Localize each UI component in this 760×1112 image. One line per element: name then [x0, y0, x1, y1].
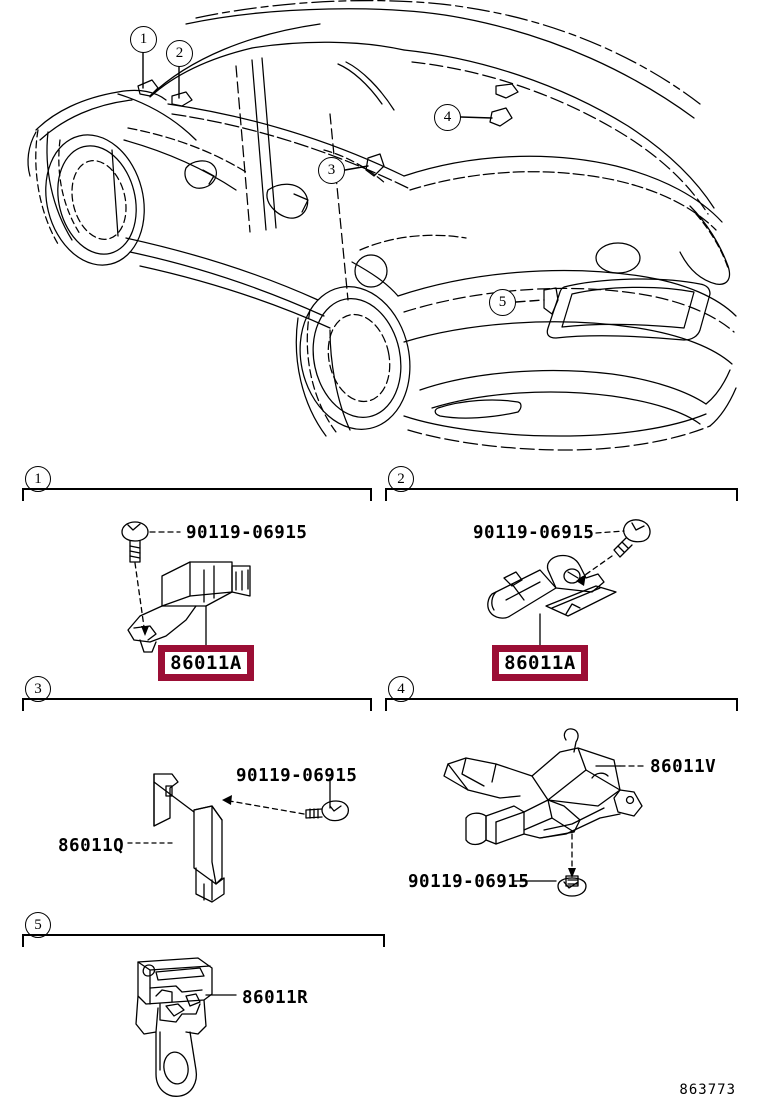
group-marker-label: 4 [397, 680, 405, 697]
bracket-tick-right [370, 700, 372, 711]
group-bracket-3 [22, 698, 372, 711]
part-number-text: 86011V [650, 757, 717, 777]
part-number-text: 86011R [242, 988, 309, 1008]
bracket-tick-left [22, 490, 24, 501]
bracket-tick-right [736, 700, 738, 711]
vehicle-callout-5[interactable]: 5 [489, 289, 516, 316]
vehicle-callout-3[interactable]: 3 [318, 157, 345, 184]
vehicle-illustration [27, 0, 737, 451]
group-marker-4[interactable]: 4 [388, 676, 414, 702]
highlighted-part-86011A-g1[interactable]: 86011A [158, 645, 254, 681]
group-marker-1[interactable]: 1 [25, 466, 51, 492]
part-number-text: 90119-06915 [186, 523, 308, 543]
group-marker-label: 5 [34, 916, 42, 933]
part-number-86011Q-g3: 86011Q [58, 836, 124, 856]
group-marker-label: 1 [34, 470, 42, 487]
bracket-tick-left [22, 936, 24, 947]
part-number-text: 90119-06915 [408, 872, 530, 892]
callout-label: 1 [139, 31, 148, 47]
bracket-tick-right [383, 936, 385, 947]
group-bracket-4 [385, 698, 738, 711]
group-marker-label: 3 [34, 680, 42, 697]
part-number-90119-06915-g1: 90119-06915 [186, 523, 307, 543]
vehicle-callout-4[interactable]: 4 [434, 104, 461, 131]
group-marker-3[interactable]: 3 [25, 676, 51, 702]
part-number-86011V-g4: 86011V [650, 757, 716, 777]
group-bracket-2 [385, 488, 738, 501]
group-marker-label: 2 [397, 470, 405, 487]
bracket-tick-left [22, 700, 24, 711]
callout-label: 5 [498, 294, 507, 310]
part-number-text: 86011Q [58, 836, 125, 856]
callout-label: 3 [327, 162, 336, 178]
callout-label: 4 [443, 109, 452, 125]
vehicle-callout-1[interactable]: 1 [130, 26, 157, 53]
part-number-text: 86011A [170, 652, 242, 674]
group-bracket-1 [22, 488, 372, 501]
part-number-text: 90119-06915 [473, 523, 595, 543]
group-marker-5[interactable]: 5 [25, 912, 51, 938]
part-number-90119-06915-g3: 90119-06915 [236, 766, 357, 786]
bracket-tick-left [385, 490, 387, 501]
part-number-86011R-g5: 86011R [242, 988, 308, 1008]
part-number-text: 86011A [504, 652, 576, 674]
bracket-tick-right [370, 490, 372, 501]
bracket-tick-right [736, 490, 738, 501]
part-number-90119-06915-g4: 90119-06915 [408, 872, 529, 892]
highlighted-part-86011A-g2[interactable]: 86011A [492, 645, 588, 681]
vehicle-callout-2[interactable]: 2 [166, 40, 193, 67]
part-number-text: 90119-06915 [236, 766, 358, 786]
callout-label: 2 [175, 45, 184, 61]
group-bracket-5 [22, 934, 385, 947]
group-marker-2[interactable]: 2 [388, 466, 414, 492]
bracket-tick-left [385, 700, 387, 711]
sheet-reference-number: 863773 [679, 1082, 736, 1098]
part-number-90119-06915-g2: 90119-06915 [473, 523, 594, 543]
